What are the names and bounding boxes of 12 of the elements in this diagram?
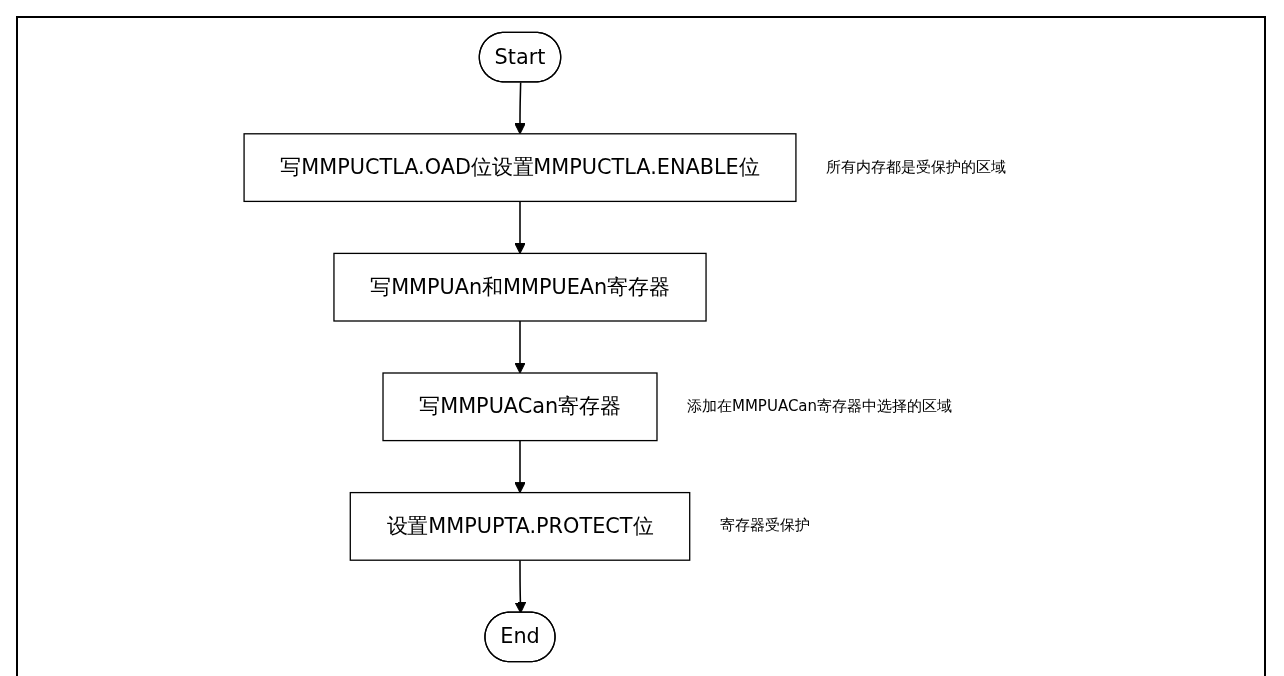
side-note: 所有内存都是受保护的区域 (825, 157, 1006, 177)
node-box: 写MMPUACan寄存器 (382, 372, 658, 442)
node-box: 写MMPUCTLA.OAD位设置MMPUCTLA.ENABLE位 (243, 133, 797, 203)
node-box: 写MMPUAn和MMPUEAn寄存器 (333, 252, 707, 322)
arrow (514, 81, 526, 135)
node-box: 设置MMPUPTA.PROTECT位 (349, 491, 691, 561)
side-note: 添加在MMPUACan寄存器中选择的区域 (687, 396, 953, 416)
arrow (514, 439, 526, 494)
arrow (514, 559, 527, 614)
arrow (514, 200, 526, 254)
arrow (514, 320, 526, 374)
side-note: 寄存器受保护 (719, 516, 810, 536)
